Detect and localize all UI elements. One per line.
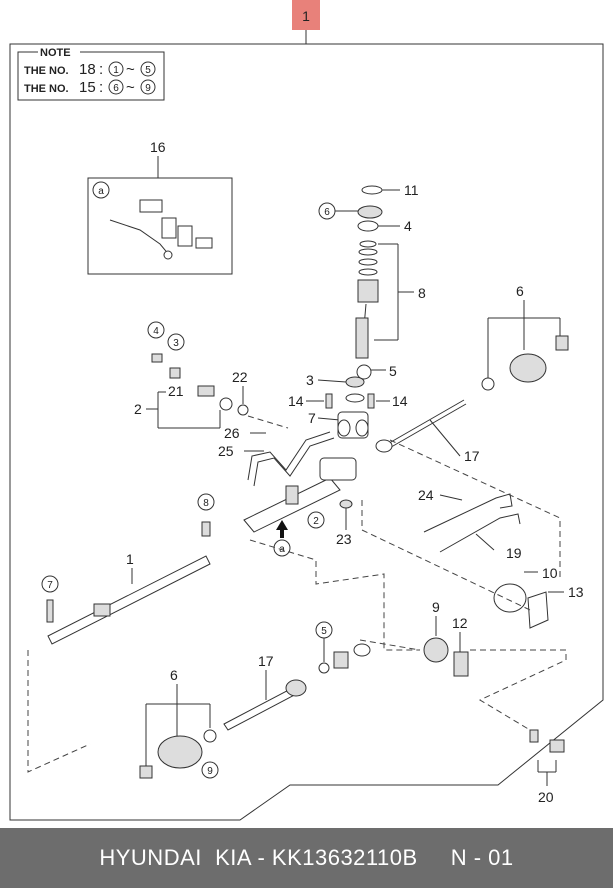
svg-text:6: 6	[170, 667, 178, 683]
svg-text:11: 11	[404, 182, 419, 198]
svg-text:2: 2	[313, 516, 319, 527]
left-small-parts: 4 3 21 2	[134, 321, 233, 429]
parts-diagram: 1 NOTE THE NO. 18 : 1 ~ 5 THE NO. 15 : 6…	[9, 0, 604, 821]
svg-text:7: 7	[47, 580, 53, 591]
svg-text::: :	[99, 79, 103, 96]
svg-text:THE NO.: THE NO.	[24, 65, 69, 77]
svg-text:20: 20	[538, 789, 554, 805]
svg-text:3: 3	[306, 372, 314, 388]
svg-text:9: 9	[207, 766, 213, 777]
pipes-25-26: 26 25	[218, 425, 335, 487]
svg-text:7: 7	[308, 410, 316, 426]
fasteners-22-3-5: 22 3 5 14 14 7	[232, 363, 408, 426]
svg-text:9: 9	[145, 83, 151, 94]
svg-text:6: 6	[324, 207, 330, 218]
outer-frame	[9, 43, 604, 821]
svg-text:THE NO.: THE NO.	[24, 83, 69, 95]
svg-text:~: ~	[126, 79, 135, 96]
parts-9-12: 9 12	[423, 599, 469, 677]
svg-text:16: 16	[150, 139, 166, 155]
svg-text::: :	[99, 61, 103, 78]
svg-text:14: 14	[288, 393, 304, 409]
svg-text:17: 17	[464, 448, 480, 464]
boot-assembly-6-upper: 6	[481, 283, 569, 391]
svg-text:26: 26	[224, 425, 240, 441]
svg-text:25: 25	[218, 443, 234, 459]
svg-text:4: 4	[153, 326, 159, 337]
svg-text:14: 14	[392, 393, 408, 409]
parts-10-13: 10 13	[493, 565, 584, 629]
svg-text:5: 5	[145, 65, 151, 76]
svg-text:6: 6	[516, 283, 524, 299]
footer-bar: HYUNDAI KIA - KK13632110B N - 01	[0, 828, 613, 888]
tie-rod-17-upper: 17	[375, 399, 480, 464]
svg-text:9: 9	[432, 599, 440, 615]
svg-text:24: 24	[418, 487, 434, 503]
svg-text:8: 8	[203, 498, 209, 509]
svg-text:8: 8	[418, 285, 426, 301]
pinion-stack: 11 6 4 8	[318, 182, 426, 359]
svg-text:5: 5	[321, 626, 327, 637]
main-label: 1	[302, 8, 310, 24]
svg-text:19: 19	[506, 545, 522, 561]
boot-assembly-6-lower: 6 9	[139, 667, 219, 779]
pipes-24-19: 24 19	[418, 487, 522, 561]
svg-text:3: 3	[173, 338, 179, 349]
svg-text:17: 17	[258, 653, 274, 669]
detail-box-16: 16 a	[87, 139, 233, 275]
svg-text:12: 12	[452, 615, 468, 631]
svg-text:4: 4	[404, 218, 412, 234]
svg-text:22: 22	[232, 369, 248, 385]
main-label-box	[292, 0, 320, 30]
svg-text:18: 18	[79, 61, 96, 78]
svg-text:23: 23	[336, 531, 352, 547]
note-box: NOTE THE NO. 18 : 1 ~ 5 THE NO. 15 : 6 ~…	[17, 46, 165, 101]
svg-text:NOTE: NOTE	[40, 47, 71, 59]
svg-text:6: 6	[113, 83, 119, 94]
svg-text:15: 15	[79, 79, 96, 96]
dashed-leaders	[27, 415, 567, 773]
parts-20: 20	[529, 729, 565, 805]
svg-text:2: 2	[134, 401, 142, 417]
svg-text:1: 1	[126, 551, 134, 567]
svg-text:1: 1	[113, 65, 119, 76]
svg-text:10: 10	[542, 565, 558, 581]
svg-text:~: ~	[126, 61, 135, 78]
tie-rod-17-lower: 17	[223, 653, 307, 731]
svg-text:a: a	[98, 186, 104, 197]
parts-8-23: 8 23	[197, 493, 353, 547]
valve-body	[337, 411, 369, 439]
rack-bar-1: 1 7	[41, 551, 211, 645]
svg-text:13: 13	[568, 584, 584, 600]
svg-text:5: 5	[389, 363, 397, 379]
parts-5-lower: 5	[315, 621, 371, 674]
footer-text: HYUNDAI KIA - KK13632110B N - 01	[99, 845, 514, 870]
svg-text:21: 21	[168, 383, 184, 399]
